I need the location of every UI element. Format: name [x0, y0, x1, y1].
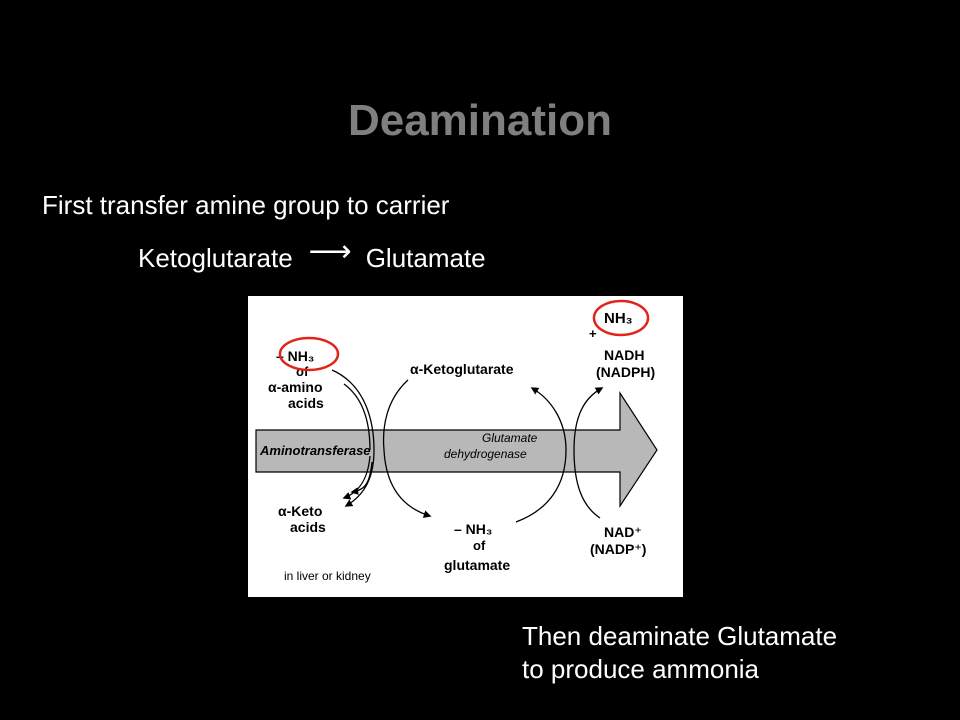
ketoglutarate-out-arrow [530, 387, 567, 451]
step-two-note: Then deaminate Glutamate to produce ammo… [522, 620, 837, 686]
aminotransferase-label: Aminotransferase [259, 443, 371, 458]
dehydrogenase-label-2: dehydrogenase [444, 447, 527, 461]
ammonia-highlight [592, 299, 650, 337]
reaction-line: Ketoglutarate ⟶ Glutamate [138, 235, 486, 275]
figure-caption: in liver or kidney [284, 569, 371, 583]
nadh-label: NADH [604, 347, 644, 363]
ammonia-nh3-label: NH₃ [604, 310, 633, 327]
glutamate-out-arrow [383, 449, 432, 518]
deamination-figure: Aminotransferase Glutamate dehydrogenase… [248, 296, 683, 597]
note-line-1: Then deaminate Glutamate [522, 621, 838, 651]
amino-nh3-highlight [278, 336, 340, 372]
pathway-diagram: Aminotransferase Glutamate dehydrogenase… [255, 299, 658, 583]
amino-acid-in-arrow-2 [343, 383, 371, 451]
alpha-ketoglutarate-label: α-Ketoglutarate [410, 361, 514, 377]
amino-of-label: of [296, 364, 309, 379]
amino-acid-in-arrow [331, 369, 375, 451]
keto-acid-out-arrow-3 [350, 461, 373, 495]
amino-nh3-label: – NH₃ [276, 348, 314, 364]
glutamate-label: glutamate [444, 557, 510, 573]
note-line-2: to produce ammonia [522, 654, 760, 684]
dehydrogenase-label-1: Glutamate [482, 431, 538, 445]
slide-title: Deamination [347, 96, 613, 145]
pathway-arrow [255, 390, 658, 508]
nadh-out-arrow [573, 387, 604, 451]
ketoglutarate-in-arrow [382, 379, 409, 451]
glutamate-of-label: of [473, 538, 486, 553]
glutamate-in-arrow [515, 449, 567, 523]
alpha-amino-label: α-amino [268, 379, 323, 395]
reaction-arrow-icon: ⟶ [308, 235, 352, 268]
nadp-label: (NADP⁺) [590, 541, 646, 557]
glutamate-nh3-label: – NH₃ [454, 521, 492, 537]
alpha-keto-label: α-Keto [278, 503, 322, 519]
step-one-text: First transfer amine group to carrier [42, 190, 450, 220]
keto-acids-label: acids [290, 519, 326, 535]
plus-label: + [589, 326, 597, 341]
amino-acids-label: acids [288, 395, 324, 411]
nadph-label: (NADPH) [596, 364, 655, 380]
nad-label: NAD⁺ [604, 524, 642, 540]
reactant-label: Ketoglutarate [138, 243, 293, 273]
product-label: Glutamate [365, 243, 486, 273]
nad-in-arrow [573, 449, 601, 519]
keto-acid-out-arrow-2 [342, 455, 371, 500]
